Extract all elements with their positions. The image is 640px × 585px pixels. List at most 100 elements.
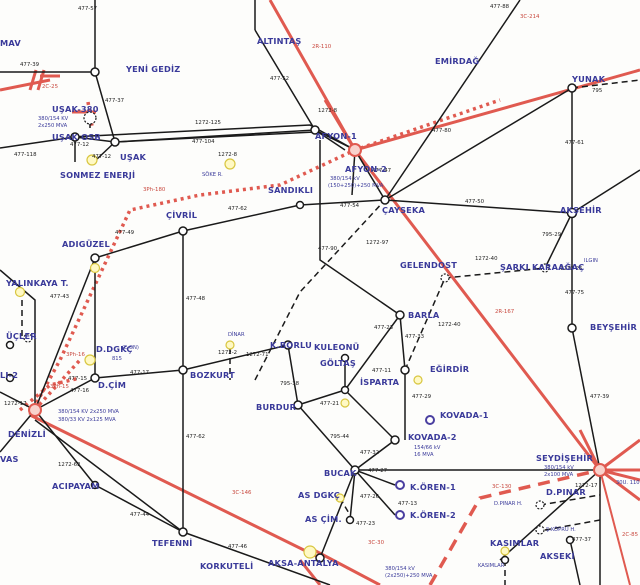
substation-label-13[interactable]: ÇİVRİL <box>166 210 197 220</box>
node-bozkurt <box>178 365 188 375</box>
substation-label-41[interactable]: TEFENNİ <box>152 538 193 548</box>
substation-label-32[interactable]: DENİZLİ <box>8 429 46 439</box>
info-text-3: (150+250)+250 MVA <box>328 183 384 189</box>
line-label-42: 1272-17 <box>575 483 598 489</box>
substation-label-40[interactable]: AS ÇİM. <box>305 514 342 524</box>
substation-label-19[interactable]: BEYŞEHİR <box>590 322 638 332</box>
substation-label-43[interactable]: AKSEKİ <box>540 551 575 561</box>
info-text-10: 380/154 kV <box>385 566 415 572</box>
substation-label-10[interactable]: SANDIKLI <box>268 185 313 195</box>
substation-label-9[interactable]: AFYON-2 <box>345 164 387 174</box>
substation-label-3[interactable]: YUNAK <box>571 74 606 84</box>
substation-label-30[interactable]: KOVADA-1 <box>440 410 489 420</box>
substation-label-34[interactable]: ACIPAYAM <box>52 481 99 491</box>
substation-label-29[interactable]: BURDUR <box>256 402 297 412</box>
gen-soke <box>224 158 236 170</box>
line-label-1: 477-39 <box>20 62 40 68</box>
substation-label-2[interactable]: EMİRDAĞ <box>435 55 479 66</box>
substation-label-17[interactable]: YALINKAYA T. <box>5 278 69 288</box>
line-label-33: 1272-2 <box>218 350 237 356</box>
info-text-9: 2x100 MVA <box>544 472 574 478</box>
node-usak-osb <box>70 132 80 142</box>
line-label-52: 477-47 <box>372 168 391 174</box>
substation-label-1[interactable]: YENİ GEDİZ <box>125 64 180 74</box>
node-barla <box>395 310 405 320</box>
substation-label-21[interactable]: D.DGKÇ <box>96 344 133 354</box>
node-yeni-gediz <box>90 67 100 77</box>
substation-label-20[interactable]: ÜÇLER <box>6 331 37 341</box>
substation-label-39[interactable]: K.ÖREN-2 <box>410 510 456 520</box>
substation-label-0[interactable]: ALTINTAŞ <box>257 36 301 46</box>
line-label-48: 477-46 <box>228 544 248 550</box>
substation-label-23[interactable]: KULEONÜ <box>314 342 360 352</box>
line-label-13: 477-50 <box>465 199 485 205</box>
substation-label-26[interactable]: İSPARTA <box>360 377 400 387</box>
line-label-10: 477-80 <box>432 128 452 134</box>
line-label-45: 477-13 <box>398 501 417 507</box>
substation-label-46[interactable]: MAV <box>0 38 21 48</box>
gen-d-dgkc <box>84 354 96 366</box>
substation-label-48[interactable]: VAS <box>0 454 19 464</box>
substation-label-16[interactable]: ŞARKI KARAAĞAÇ <box>500 261 584 272</box>
line-label-44: 477-26 <box>360 494 380 500</box>
substation-label-24[interactable]: GÖLTAŞ <box>320 358 356 368</box>
gen-k-oren-1 <box>395 480 405 490</box>
info-text-6: 154/66 kV <box>414 445 441 451</box>
line-label-36: 477-29 <box>412 394 432 400</box>
line-label-3: 477-52 <box>270 76 289 82</box>
info-text-0: 380/154 KV <box>38 116 69 122</box>
node-tefenni <box>178 527 188 537</box>
line-label-11: 795 <box>592 88 602 94</box>
substation-label-28[interactable]: D.ÇİM <box>98 380 126 390</box>
substation-label-44[interactable]: KORKUTELİ <box>200 561 253 571</box>
red-line-labels: 2R-1103C-2142C-253Ph-1802R-1673C-1463C-1… <box>42 14 638 546</box>
red-line-label-10: 2C-85 <box>622 532 638 538</box>
substation-label-35[interactable]: BUCAK <box>324 468 357 478</box>
line-label-14: 477-54 <box>340 203 360 209</box>
substation-label-42[interactable]: KASIMLAR <box>490 538 540 548</box>
substation-label-14[interactable]: ADIGÜZEL <box>62 239 110 249</box>
line-label-23: 477-43 <box>50 294 69 300</box>
substation-label-4[interactable]: UŞAK-380 <box>52 104 99 114</box>
substation-label-11[interactable]: ÇAYSEKA <box>382 205 426 215</box>
substation-label-45[interactable]: AKSA-ANTALYA <box>268 558 339 568</box>
substation-label-36[interactable]: K.ÖREN-1 <box>410 482 456 492</box>
red-line-label-7: 3C-30 <box>368 540 385 546</box>
line-label-22: 477-75 <box>565 290 584 296</box>
substation-label-25[interactable]: EĞİRDİR <box>430 363 470 374</box>
substation-label-38[interactable]: AS DGKÇ <box>298 490 340 500</box>
substation-label-18[interactable]: BARLA <box>408 310 440 320</box>
substation-label-37[interactable]: D.PINAR <box>546 487 586 497</box>
substation-labels[interactable]: ALTINTAŞ YENİ GEDİZ EMİRDAĞ YUNAK UŞAK-380UŞ… <box>0 36 638 571</box>
node-as-cim <box>345 515 355 525</box>
substation-label-12[interactable]: AKŞEHİR <box>560 205 602 215</box>
info-text-11: (2x250)+250 MVA <box>385 573 433 579</box>
gen-isparta <box>340 398 350 408</box>
substation-label-31[interactable]: KOVADA-2 <box>408 432 457 442</box>
line-label-12: 477-61 <box>565 140 584 146</box>
node-aksehir <box>566 207 578 219</box>
node-bucak <box>350 465 360 475</box>
substation-label-5[interactable]: UŞAK OSB <box>52 132 101 142</box>
substation-label-33[interactable]: SEYDİŞEHİR <box>536 453 593 463</box>
node-west-2 <box>5 373 15 383</box>
line-label-49: 477-37 <box>572 537 591 543</box>
line-label-2: 477-37 <box>105 98 124 104</box>
substation-label-15[interactable]: GELENDOST <box>400 260 457 270</box>
line-label-28: 477-11 <box>372 368 391 374</box>
red-line-label-0: 2R-110 <box>312 44 332 50</box>
substation-label-22[interactable]: K.BORLU <box>270 340 312 350</box>
line-label-18: 1272-97 <box>366 240 389 246</box>
line-label-40: 477-62 <box>186 434 205 440</box>
node-aksa-antalya <box>315 553 325 563</box>
substation-label-7[interactable]: SONMEZ ENERJİ <box>60 170 135 180</box>
substation-label-8[interactable]: AFYON-1 <box>315 131 357 141</box>
node-gelendost <box>440 273 450 283</box>
node-afyon-2 <box>348 143 362 157</box>
substation-label-27[interactable]: BOZKURT <box>190 370 235 380</box>
substation-label-6[interactable]: UŞAK <box>120 152 146 162</box>
line-label-31: 477-16 <box>70 388 90 394</box>
substation-label-47[interactable]: LI-2 <box>0 370 18 380</box>
